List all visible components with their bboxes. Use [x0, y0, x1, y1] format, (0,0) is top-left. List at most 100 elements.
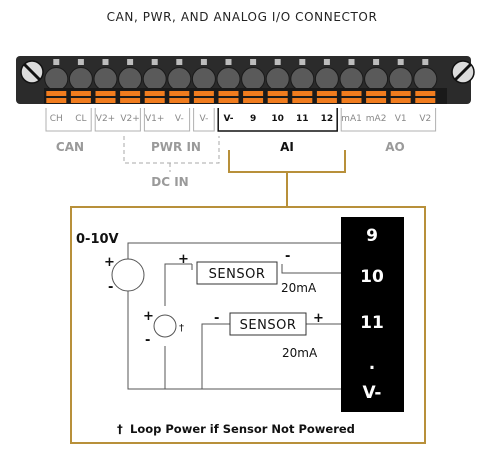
sensor1-box [196, 261, 278, 285]
connector-hole [225, 59, 232, 65]
group-label-pwr-in: PWR IN [151, 140, 201, 154]
terminal-clamp [70, 91, 91, 96]
terminal-strip [46, 91, 436, 103]
footnote-text: Loop Power if Sensor Not Powered [130, 422, 355, 436]
pin-label: 12 [321, 114, 334, 124]
connector-hole [127, 59, 134, 65]
terminal-clamp [243, 98, 264, 103]
pin-label: CL [75, 114, 86, 124]
terminal-clamp [415, 91, 436, 96]
sensor2-box [229, 312, 307, 336]
pin-label: V- [199, 114, 208, 124]
pin-label: V1+ [145, 114, 164, 124]
connector-hole [77, 59, 84, 65]
sensor2-plus: + [313, 311, 324, 326]
loop-power-source-symbol [153, 314, 177, 338]
terminal-block [341, 217, 404, 412]
pin-label: V1 [395, 114, 407, 124]
terminal-screw [388, 67, 413, 91]
terminal-label: 11 [360, 313, 384, 333]
footnote-dagger: † [117, 422, 123, 436]
wire-source-to-vminus [127, 291, 341, 390]
pin-group-box [94, 108, 141, 132]
pin-label: V2 [419, 114, 431, 124]
pin-group-box [217, 108, 338, 132]
terminal-clamp [46, 91, 67, 96]
terminal-clamp [218, 98, 239, 103]
connector-hole [299, 59, 306, 65]
wire-sensor2-to-vminus [201, 323, 230, 389]
terminal-label: . [369, 354, 375, 374]
terminal-clamp [218, 91, 239, 96]
terminal-screw [314, 67, 339, 91]
sensor2-current: 20mA [282, 346, 318, 360]
terminal-clamp [415, 98, 436, 103]
terminal-screw [241, 67, 266, 91]
mount-screw-right [451, 60, 475, 84]
connector-hole [422, 59, 429, 65]
detail-frame [70, 206, 426, 444]
terminal-screw [142, 67, 167, 91]
wire-source-to-9 [127, 242, 341, 259]
loop-minus: - [145, 333, 150, 348]
connector-hole [53, 59, 60, 65]
terminal-clamp [390, 98, 411, 103]
connector-hole [176, 59, 183, 65]
loop-dagger: † [179, 323, 184, 334]
terminal-screw [216, 67, 241, 91]
sensor1-current: 20mA [281, 281, 317, 295]
connector-hole [250, 59, 257, 65]
terminal-clamp [292, 91, 313, 96]
terminal-screw [93, 67, 118, 91]
pin-group-box [143, 108, 191, 132]
connector [16, 56, 475, 104]
pin-group-box [340, 108, 437, 132]
terminal-clamp [193, 91, 214, 96]
terminal-clamp [341, 91, 362, 96]
terminal-clamp [144, 91, 165, 96]
connector-top-holes [53, 59, 429, 65]
mount-screw-left [20, 60, 44, 84]
terminal-clamp [316, 98, 337, 103]
terminal-clamp [292, 98, 313, 103]
terminal-clamp [95, 98, 116, 103]
connector-hole [274, 59, 281, 65]
pin-label: mA2 [366, 114, 387, 124]
terminal-clamp [169, 91, 190, 96]
pin-label: 10 [271, 114, 284, 124]
pin-label: 9 [250, 114, 256, 124]
connector-hole [348, 59, 355, 65]
connector-hole [397, 59, 404, 65]
group-label-ai: AI [280, 140, 294, 154]
sensor2-label: SENSOR [240, 318, 297, 333]
terminal-screw [339, 67, 364, 91]
terminal-clamp [267, 98, 288, 103]
pin-label: V- [223, 114, 233, 124]
pin-label: 11 [296, 114, 309, 124]
terminal-clamp [366, 91, 387, 96]
terminal-clamp [316, 91, 337, 96]
pin-label: V2+ [120, 114, 139, 124]
terminal-clamp [120, 98, 141, 103]
pin-label: V2+ [96, 114, 115, 124]
wires [127, 242, 341, 390]
terminal-screw [167, 67, 192, 91]
group-label-ao: AO [385, 140, 405, 154]
terminal-clamp [70, 98, 91, 103]
terminal-screw [364, 67, 389, 91]
pin-label: CH [50, 114, 63, 124]
terminal-label: 9 [366, 226, 378, 246]
dc-in-dashed-bracket [123, 136, 220, 172]
terminal-clamp [95, 91, 116, 96]
terminal-clamp [267, 91, 288, 96]
wire-loop-to-sensor1 [164, 263, 192, 306]
connector-hole [151, 59, 158, 65]
terminal-clamp [144, 98, 165, 103]
diagram-title: CAN, PWR, AND ANALOG I/O CONNECTOR [107, 10, 378, 24]
sensor1-plus: + [178, 252, 189, 267]
terminal-screw [265, 67, 290, 91]
wire-sensor1-to-10 [281, 264, 341, 274]
pin-label: mA1 [341, 114, 362, 124]
